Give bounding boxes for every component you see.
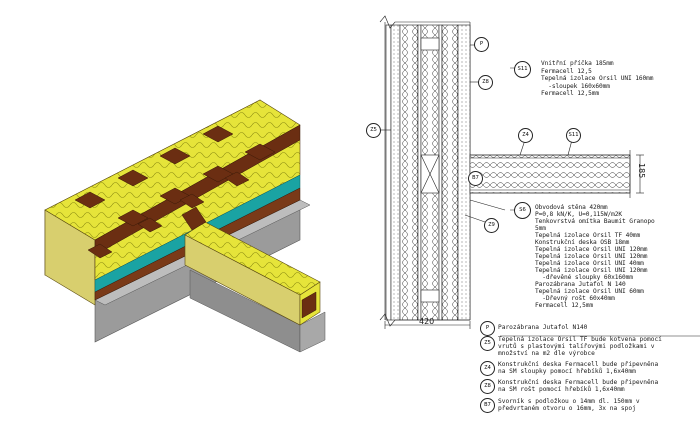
legend-text: Svorník s podložkou o 14mm dl. 150mm v [498, 398, 640, 405]
legend: P Parozábrana Jutafol N140 Z5 Tepelná iz… [480, 320, 695, 420]
legend-tag: Z5 [480, 336, 495, 351]
legend-tag: Z4 [480, 361, 495, 376]
partition-joint-stud [181, 206, 207, 231]
legend-text: vrutů s plastovými talířovými podložkami… [498, 343, 655, 350]
dim-wall-width: 420 [419, 317, 435, 326]
annotation-s6-line: Obvodová stěna 420mm [535, 204, 608, 211]
section-drawing [379, 15, 644, 329]
annotation-s6-line: 5mm [535, 225, 546, 232]
annotation-s6-line: Tepelná izolace Orsil UNI 120mm [535, 267, 648, 274]
legend-tag: P [480, 321, 495, 336]
annotation-s6-line: P=0,8 kN/K, U=0,115W/m2K [535, 211, 623, 218]
annotation-s6-line: -Dřevný rošt 60x40mm [535, 295, 615, 302]
annotation-s11-line: Fermacell 12,5 [541, 67, 592, 75]
tag-z4: Z4 [518, 128, 533, 143]
partition-end-stud [301, 291, 317, 319]
annotation-s6-line: Tepelná izolace Orsil UNI 40mm [535, 260, 644, 267]
legend-text: Konstrukční deska Fermacell bude připevn… [498, 379, 659, 386]
annotation-s6-line: Tepelná izolace Orsil TF 40mm [535, 232, 641, 239]
annotation-s6-line: Tepelná izolace Orsil UNI 120mm [535, 253, 648, 260]
tag-z9: Z9 [484, 218, 499, 233]
legend-tag: B7 [480, 398, 495, 413]
annotation-s6-line: Fermacell 12,5mm [535, 302, 594, 309]
legend-text: na SM sloupky pomocí hřebíků 1,6x40mm [498, 368, 636, 375]
legend-text: Tepelná izolace Orsil TF bude kotvena po… [498, 336, 662, 343]
annotation-s6-line: Tepelná izolace Orsil UNI 60mm [535, 288, 644, 295]
annotation-s11-line: Vnitřní příčka 185mm [541, 60, 614, 67]
legend-tag: Z8 [480, 379, 495, 394]
annotation-s11-line: -sloupek 160x60mm [541, 82, 610, 90]
annotation-s6-line: -dřevěné sloupky 60x160mm [535, 274, 633, 281]
legend-text: Konstrukční deska Fermacell bude připevn… [498, 361, 659, 368]
tag-z8: Z8 [478, 75, 493, 90]
dim-partition-width: 185 [637, 163, 646, 179]
legend-text: množství na m2 dle výrobce [498, 350, 595, 357]
isometric-model [44, 99, 326, 353]
tag-z5: Z5 [366, 123, 381, 138]
legend-text: předvrtaném otvoru o 16mm, 3x na spoj [498, 405, 636, 412]
tag-s6: S6 [514, 202, 531, 219]
annotation-s11-line: Fermacell 12,5mm [541, 90, 600, 97]
annotation-s11-line: Tepelná izolace Orsil UNI 160mm [541, 75, 654, 82]
annotation-s6-line: Tenkovrstvá omítka Baumit Granopo [535, 218, 655, 225]
tag-p: P [474, 37, 489, 52]
annotation-s6-line: Konstrukční deska OSB 18mm [535, 239, 630, 246]
annotation-s6-line: Tepelná izolace Orsil UNI 120mm [535, 246, 648, 253]
legend-text: na SM rošt pomocí hřebíků 1,6x40mm [498, 386, 625, 393]
tag-b7: B7 [468, 171, 483, 186]
tag-s11-mid: S11 [566, 128, 581, 143]
tag-s11-top: S11 [514, 61, 531, 78]
studs [74, 125, 276, 259]
partition-concrete-end [299, 311, 326, 353]
legend-text: Parozábrana Jutafol N140 [498, 324, 588, 331]
annotation-s6-line: Parozábrana Jutafol N 140 [535, 281, 626, 288]
